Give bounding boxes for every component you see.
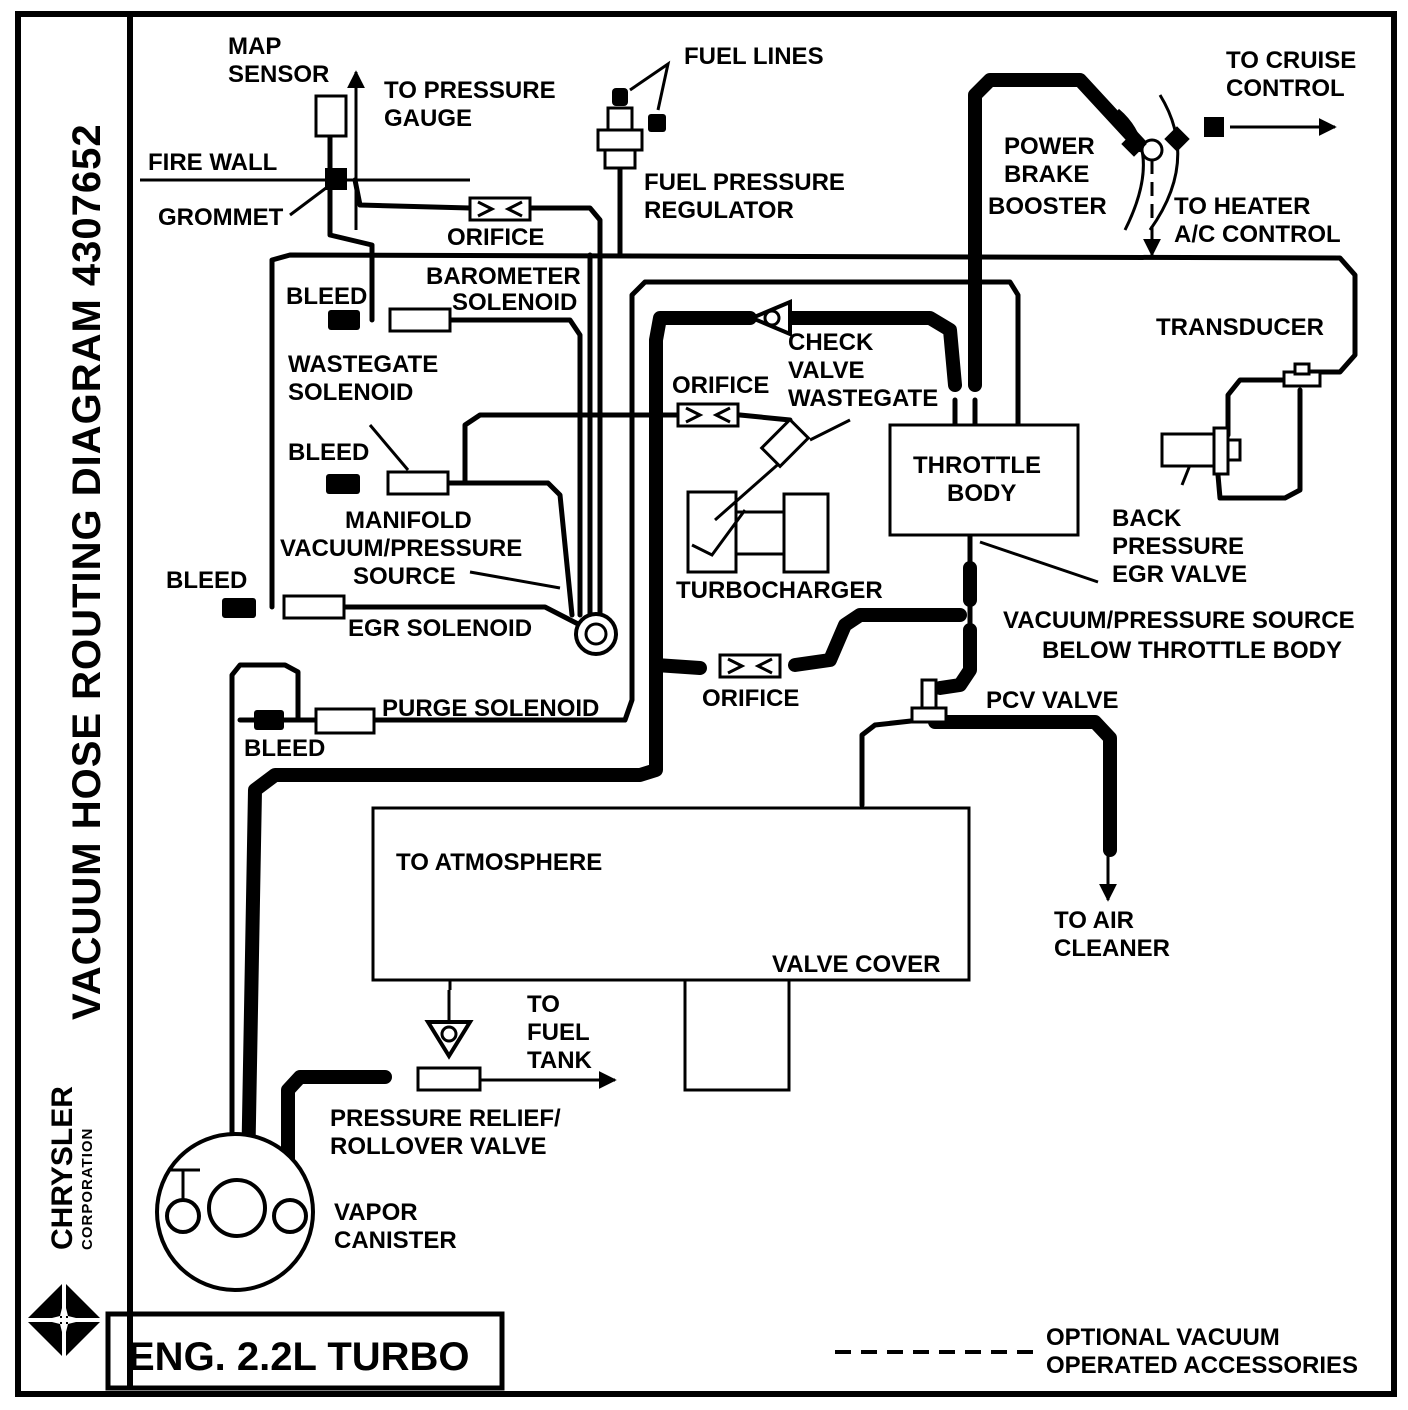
transducer-label: TRANSDUCER	[1156, 314, 1324, 341]
back-pressure-label-3: EGR VALVE	[1112, 561, 1247, 588]
heater-label-2: A/C CONTROL	[1174, 221, 1341, 248]
map-sensor	[314, 94, 348, 138]
fuel-regulator-label-1: FUEL PRESSURE	[644, 169, 845, 196]
engine-label: ENG. 2.2L TURBO	[128, 1335, 470, 1379]
vapor-canister-label-1: VAPOR	[334, 1199, 418, 1226]
back-pressure-label-1: BACK	[1112, 505, 1182, 532]
vapor-canister-label-2: CANISTER	[334, 1227, 457, 1254]
throttle-body-label-1: THROTTLE	[913, 452, 1041, 479]
cruise-label-2: CONTROL	[1226, 75, 1345, 102]
diagram-title: VACUUM HOSE ROUTING DIAGRAM 4307652	[65, 123, 109, 1020]
relief-valve-label-1: PRESSURE RELIEF/	[330, 1105, 561, 1132]
heater-label-1: TO HEATER	[1174, 193, 1310, 220]
fuel-pressure-regulator	[596, 60, 671, 170]
manifold-label-1: MANIFOLD	[345, 507, 472, 534]
map-sensor-label-2: SENSOR	[228, 61, 329, 88]
manifold-source-fitting	[574, 612, 618, 656]
orifice-low-label: ORIFICE	[702, 685, 799, 712]
to-atmosphere-label: TO ATMOSPHERE	[396, 849, 602, 876]
booster-label-3: BOOSTER	[988, 193, 1107, 220]
thin-hoses	[140, 70, 1358, 1173]
pointer-lines	[289, 183, 1099, 590]
pressure-gauge-label-1: TO PRESSURE	[384, 77, 556, 104]
wastegate-sol-label-2: SOLENOID	[288, 379, 413, 406]
transducer	[1282, 362, 1322, 388]
labels: MAP SENSOR TO PRESSURE GAUGE FIRE WALL G…	[148, 33, 1356, 1254]
egr-solenoid	[282, 594, 346, 620]
barometer-label-2: SOLENOID	[452, 289, 577, 316]
check-valve-label-1: CHECK	[788, 329, 874, 356]
pcv-valve-label: PCV VALVE	[986, 687, 1118, 714]
svg-text:MAP: MAP	[228, 33, 281, 60]
grommet-label: GROMMET	[158, 204, 284, 231]
valve-cover-stem	[683, 978, 791, 1092]
cruise-label-1: TO CRUISE	[1226, 47, 1356, 74]
bleed-1-cap	[328, 310, 360, 330]
turbocharger-label: TURBOCHARGER	[676, 577, 883, 604]
egr-solenoid-label: EGR SOLENOID	[348, 615, 532, 642]
outer-frame	[15, 11, 1397, 1397]
orifice-top	[468, 196, 532, 222]
svg-text:SENSOR: SENSOR	[228, 61, 329, 88]
chrysler-pentastar-logo	[26, 1282, 102, 1358]
bleed-2-cap	[326, 474, 360, 494]
air-cleaner-label-1: TO AIR	[1054, 907, 1134, 934]
fuel-lines-label: FUEL LINES	[684, 43, 824, 70]
vapor-canister	[155, 1132, 315, 1292]
valve-cover-label: VALVE COVER	[772, 951, 940, 978]
check-valve-label-3: WASTEGATE	[788, 385, 938, 412]
check-valve	[746, 298, 792, 338]
legend-line-1: OPTIONAL VACUUM	[1046, 1324, 1280, 1351]
barometer-solenoid	[388, 307, 452, 333]
wastegate-solenoid	[386, 470, 450, 496]
grommet	[325, 168, 347, 190]
pressure-gauge-label-2: GAUGE	[384, 105, 472, 132]
orifice-top-label: ORIFICE	[447, 224, 544, 251]
pressure-relief-rollover-valve	[416, 990, 482, 1092]
fuel-tank-label-2: FUEL	[527, 1019, 590, 1046]
fuel-tank-label-1: TO	[527, 991, 560, 1018]
bleed-3-label: BLEED	[166, 567, 247, 594]
valve-cover	[371, 806, 971, 982]
back-pressure-egr-valve	[1160, 426, 1242, 486]
purge-solenoid-label: PURGE SOLENOID	[382, 695, 599, 722]
map-sensor-label-1: MAP	[228, 33, 281, 60]
brand-name: CHRYSLER	[46, 1086, 79, 1250]
bleed-3-cap	[222, 598, 256, 618]
purge-solenoid	[314, 707, 376, 735]
air-cleaner-label-2: CLEANER	[1054, 935, 1170, 962]
vp-source-label-2: BELOW THROTTLE BODY	[1042, 637, 1342, 664]
bleed-4-label: BLEED	[244, 735, 325, 762]
brand-sub: CORPORATION	[79, 1128, 96, 1250]
throttle-body	[888, 423, 1080, 537]
bleed-4-cap	[254, 710, 284, 730]
fuel-regulator-label-2: REGULATOR	[644, 197, 794, 224]
bleed-1-label: BLEED	[286, 283, 367, 310]
barometer-label-1: BAROMETER	[426, 263, 581, 290]
orifice-low	[718, 653, 782, 679]
svg-text:GAUGE: GAUGE	[384, 105, 472, 132]
pcv-valve	[910, 678, 948, 724]
relief-valve-label-2: ROLLOVER VALVE	[330, 1133, 546, 1160]
wastegate-sol-label-1: WASTEGATE	[288, 351, 438, 378]
throttle-body-label-2: BODY	[947, 480, 1016, 507]
legend-line-2: OPERATED ACCESSORIES	[1046, 1352, 1358, 1379]
booster-label-1: POWER	[1004, 133, 1095, 160]
orifice-mid-label: ORIFICE	[672, 372, 769, 399]
back-pressure-label-2: PRESSURE	[1112, 533, 1244, 560]
turbocharger	[686, 417, 851, 574]
check-valve-label-2: VALVE	[788, 357, 864, 384]
booster-label-2: BRAKE	[1004, 161, 1089, 188]
bleed-2-label: BLEED	[288, 439, 369, 466]
thick-hoses	[241, 73, 1147, 1187]
vp-source-label-1: VACUUM/PRESSURE SOURCE	[1003, 607, 1355, 634]
manifold-label-2: VACUUM/PRESSURE	[280, 535, 522, 562]
fuel-tank-label-3: TANK	[527, 1047, 593, 1074]
manifold-label-3: SOURCE	[353, 563, 456, 590]
svg-text:TO PRESSURE: TO PRESSURE	[384, 77, 556, 104]
fire-wall-label: FIRE WALL	[148, 149, 277, 176]
orifice-mid	[676, 402, 740, 428]
